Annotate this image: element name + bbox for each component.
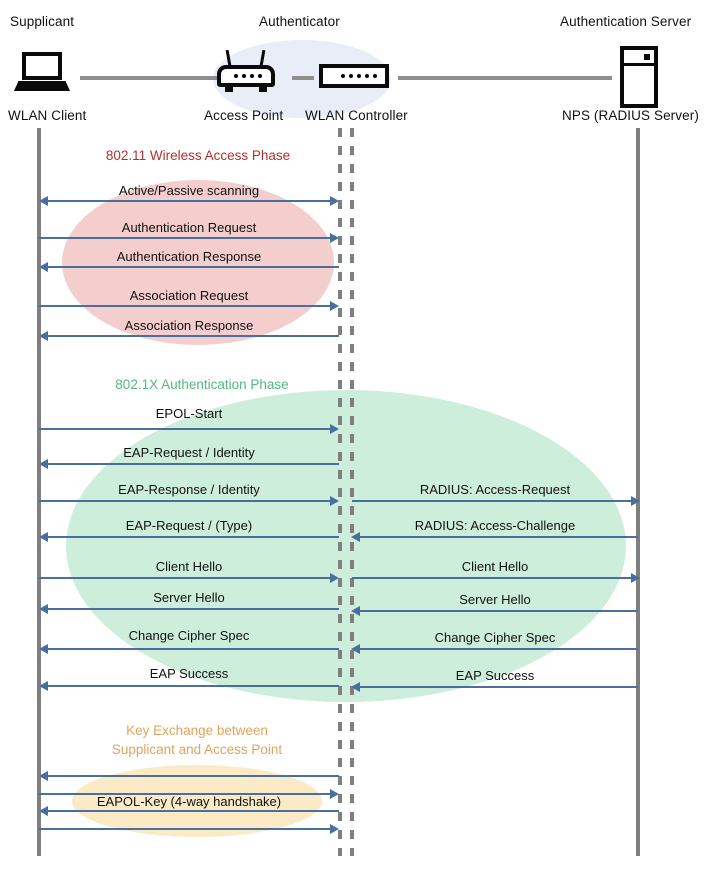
message-label-left-4: Association Response <box>124 318 254 333</box>
arrow-head-left-9 <box>330 573 339 583</box>
message-label-right-4: Change Cipher Spec <box>434 630 556 645</box>
lifeline-wlan-controller <box>350 128 354 856</box>
arrow-head-right-5 <box>351 682 360 692</box>
message-label-left-12: EAP Success <box>149 666 229 681</box>
message-line-left-6 <box>45 463 339 465</box>
phase-label-key-exchange-line1: Key Exchange between <box>126 723 268 738</box>
message-line-left-8 <box>45 536 339 538</box>
message-label-left-5: EPOL-Start <box>155 406 223 421</box>
arrow-head-left-3 <box>330 301 339 311</box>
arrow-head-left-11 <box>39 644 48 654</box>
actor-role-supplicant: Supplicant <box>10 14 75 29</box>
phase-ellipse-8021x <box>66 390 626 702</box>
message-line-right-0 <box>352 500 634 502</box>
message-label-left-9: Client Hello <box>155 559 223 574</box>
arrow-head-left-4 <box>39 331 48 341</box>
message-line-right-5 <box>358 686 638 688</box>
arrow-head-left-0b <box>330 196 339 206</box>
arrow-head-left-16 <box>330 824 339 834</box>
message-label-right-0: RADIUS: Access-Request <box>419 482 571 497</box>
message-line-right-3 <box>358 610 638 612</box>
arrow-head-left-12 <box>39 681 48 691</box>
wire-client-to-ap <box>80 76 220 80</box>
message-label-left-11: Change Cipher Spec <box>128 628 250 643</box>
message-line-left-10 <box>45 608 339 610</box>
access-point-icon <box>217 49 275 93</box>
message-line-left-13 <box>45 775 339 777</box>
message-label-right-1: RADIUS: Access-Challenge <box>414 518 576 533</box>
actor-device-wlan-controller: WLAN Controller <box>305 108 408 123</box>
arrow-head-left-15 <box>39 806 48 816</box>
message-label-left-7: EAP-Response / Identity <box>118 482 260 497</box>
phase-label-80211: 802.11 Wireless Access Phase <box>105 148 291 163</box>
arrow-head-left-8 <box>39 532 48 542</box>
actor-role-authenticator: Authenticator <box>259 14 340 29</box>
message-line-left-2 <box>45 266 339 268</box>
arrow-head-left-0a <box>39 196 48 206</box>
message-line-left-3 <box>39 305 333 307</box>
message-line-left-14 <box>39 793 333 795</box>
arrow-head-right-3 <box>351 606 360 616</box>
message-line-left-5 <box>39 428 333 430</box>
message-line-right-4 <box>358 648 638 650</box>
message-line-left-1 <box>39 237 333 239</box>
phase-label-8021x: 802.1X Authentication Phase <box>115 377 289 392</box>
message-label-left-1: Authentication Request <box>121 220 257 235</box>
message-label-left-14: EAPOL-Key (4-way handshake) <box>96 794 282 809</box>
message-line-right-1 <box>358 536 638 538</box>
switch-icon <box>319 64 389 88</box>
phase-ellipse-key-exchange <box>72 765 322 837</box>
lifeline-access-point <box>338 128 342 856</box>
message-label-right-2: Client Hello <box>461 559 529 574</box>
server-icon <box>620 46 658 108</box>
actor-device-access-point: Access Point <box>204 108 284 123</box>
arrow-head-left-7 <box>330 496 339 506</box>
message-label-left-0: Active/Passive scanning <box>118 183 260 198</box>
message-line-right-2 <box>352 577 634 579</box>
message-line-left-0 <box>45 200 333 202</box>
message-label-right-5: EAP Success <box>455 668 535 683</box>
phase-label-key-exchange-line2: Supplicant and Access Point <box>111 742 283 757</box>
arrow-head-left-1 <box>330 233 339 243</box>
arrow-head-right-2 <box>631 573 640 583</box>
phase-ellipse-80211 <box>62 180 334 345</box>
arrow-head-right-0 <box>631 496 640 506</box>
message-line-left-7 <box>39 500 333 502</box>
wire-controller-to-server <box>398 76 612 80</box>
message-line-left-16 <box>39 828 333 830</box>
message-line-left-11 <box>45 648 339 650</box>
message-label-left-8: EAP-Request / (Type) <box>125 518 253 533</box>
actor-device-wlan-client: WLAN Client <box>8 108 87 123</box>
arrow-head-left-10 <box>39 604 48 614</box>
wire-ap-to-controller <box>292 76 314 80</box>
lifeline-supplicant <box>37 128 41 856</box>
message-line-left-12 <box>45 685 339 687</box>
message-label-right-3: Server Hello <box>459 592 531 607</box>
arrow-head-right-4 <box>351 644 360 654</box>
actor-device-nps-radius-server: NPS (RADIUS Server) <box>562 108 699 123</box>
message-label-left-2: Authentication Response <box>116 249 262 264</box>
actor-role-authentication-server: Authentication Server <box>560 14 692 29</box>
arrow-head-left-6 <box>39 459 48 469</box>
message-line-left-4 <box>45 335 339 337</box>
lifeline-nps-server <box>636 128 640 856</box>
message-line-left-9 <box>39 577 333 579</box>
arrow-head-right-1 <box>351 532 360 542</box>
arrow-head-left-2 <box>39 262 48 272</box>
message-label-left-10: Server Hello <box>153 590 225 605</box>
message-label-left-3: Association Request <box>129 288 249 303</box>
arrow-head-left-14 <box>330 789 339 799</box>
message-line-left-15 <box>45 810 339 812</box>
arrow-head-left-13 <box>39 771 48 781</box>
arrow-head-left-5 <box>330 424 339 434</box>
message-label-left-6: EAP-Request / Identity <box>123 445 255 460</box>
laptop-icon <box>14 52 70 92</box>
